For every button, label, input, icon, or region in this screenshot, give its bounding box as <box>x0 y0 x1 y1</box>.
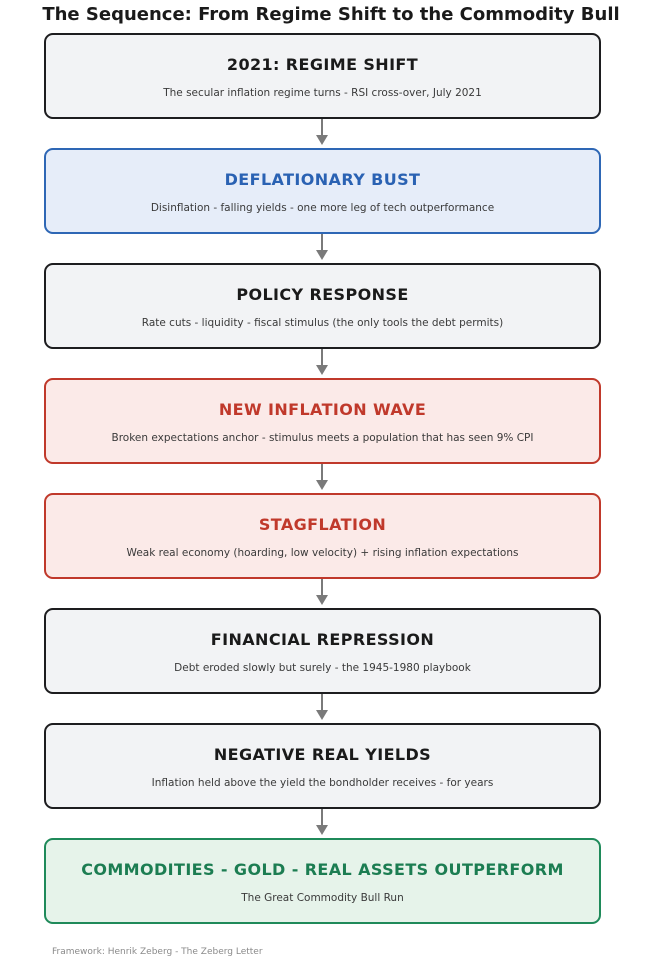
step-description: Rate cuts - liquidity - fiscal stimulus … <box>141 317 504 329</box>
diagram-title: The Sequence: From Regime Shift to the C… <box>42 4 620 25</box>
step-description: Weak real economy (hoarding, low velocit… <box>126 547 519 559</box>
flow-arrow-2 <box>316 234 328 260</box>
step-heading: DEFLATIONARY BUST <box>224 170 421 189</box>
step-heading: COMMODITIES - GOLD - REAL ASSETS OUTPERF… <box>81 860 564 879</box>
step-stagflation: STAGFLATION Weak real economy (hoarding,… <box>44 493 601 579</box>
flow-arrow-3 <box>316 349 328 375</box>
step-description: Disinflation - falling yields - one more… <box>150 202 495 214</box>
step-policy-response: POLICY RESPONSE Rate cuts - liquidity - … <box>44 263 601 349</box>
step-heading: POLICY RESPONSE <box>236 285 409 304</box>
step-heading: NEW INFLATION WAVE <box>218 400 427 419</box>
step-negative-real-yields: NEGATIVE REAL YIELDS Inflation held abov… <box>44 723 601 809</box>
step-deflationary-bust: DEFLATIONARY BUST Disinflation - falling… <box>44 148 601 234</box>
flow-arrow-1 <box>316 119 328 145</box>
flow-arrow-7 <box>316 809 328 835</box>
step-financial-repression: FINANCIAL REPRESSION Debt eroded slowly … <box>44 608 601 694</box>
step-description: Debt eroded slowly but surely - the 1945… <box>174 662 471 674</box>
step-heading: 2021: REGIME SHIFT <box>226 55 419 74</box>
step-regime-shift: 2021: REGIME SHIFT The secular inflation… <box>44 33 601 119</box>
step-new-inflation-wave: NEW INFLATION WAVE Broken expectations a… <box>44 378 601 464</box>
step-description: Inflation held above the yield the bondh… <box>151 777 494 789</box>
step-description: Broken expectations anchor - stimulus me… <box>111 432 534 444</box>
step-heading: FINANCIAL REPRESSION <box>210 630 435 649</box>
source-footer: Framework: Henrik Zeberg - The Zeberg Le… <box>52 947 263 957</box>
flow-arrow-4 <box>316 464 328 490</box>
step-heading: NEGATIVE REAL YIELDS <box>213 745 432 764</box>
step-heading: STAGFLATION <box>258 515 387 534</box>
step-description: The Great Commodity Bull Run <box>241 892 404 904</box>
flow-arrow-6 <box>316 694 328 720</box>
flow-arrow-5 <box>316 579 328 605</box>
step-description: The secular inflation regime turns - RSI… <box>163 87 482 99</box>
step-commodities-outperform: COMMODITIES - GOLD - REAL ASSETS OUTPERF… <box>44 838 601 924</box>
